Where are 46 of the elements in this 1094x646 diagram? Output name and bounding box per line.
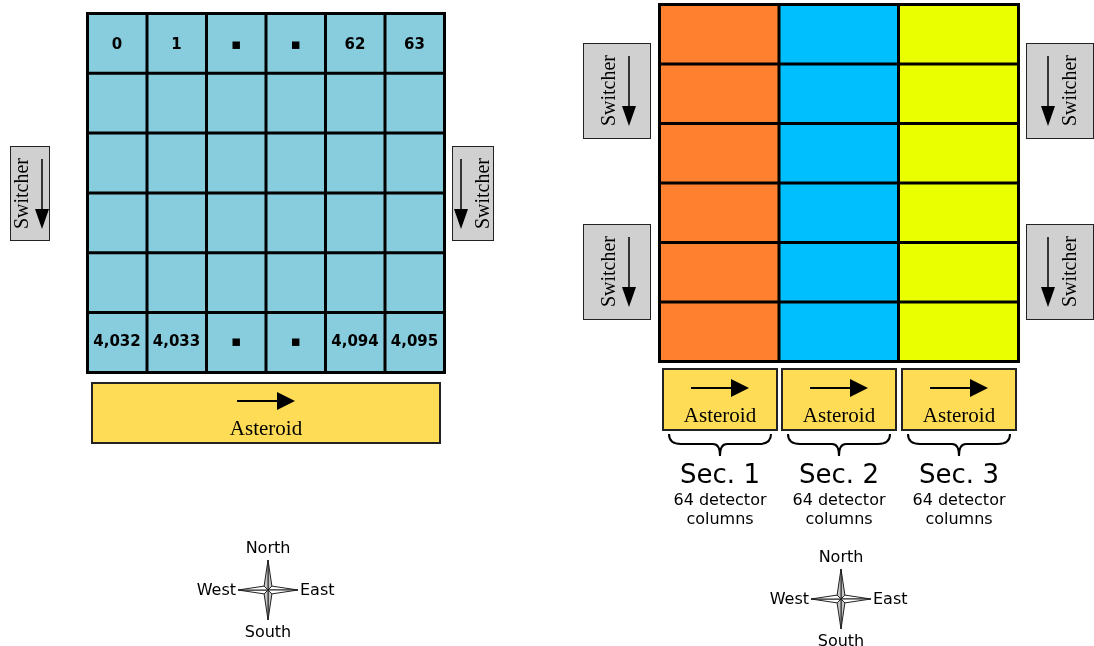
- chip-label: Switcher: [472, 157, 492, 230]
- pixel-number: 0: [111, 35, 123, 53]
- readout-chip: [91, 382, 441, 444]
- chip-label: Switcher: [1059, 55, 1079, 127]
- pixel-number: 1: [171, 35, 182, 53]
- compass-label: West: [768, 589, 809, 608]
- pixel-number: 4,094: [331, 332, 379, 350]
- chip-label: Switcher: [598, 236, 618, 308]
- compass-label: North: [244, 538, 292, 557]
- readout-chip: [662, 368, 778, 431]
- section-title: Sec. 3: [918, 460, 1000, 488]
- chip-label: Asteroid: [802, 403, 876, 427]
- section-title: Sec. 1: [679, 460, 761, 488]
- compass-label: South: [243, 622, 293, 641]
- section-note: 64 detector columns: [911, 490, 1007, 528]
- chip-label: Asteroid: [683, 403, 757, 427]
- readout-chip: [901, 368, 1017, 431]
- section-title: Sec. 2: [798, 460, 880, 488]
- ellipsis-dot: ▪: [230, 332, 242, 350]
- compass-label: North: [817, 547, 865, 566]
- switcher-chip: [1026, 43, 1094, 139]
- switcher-chip: [583, 224, 651, 320]
- ellipsis-dot: ▪: [230, 35, 242, 53]
- ellipsis-dot: ▪: [290, 332, 301, 350]
- compass-label: South: [816, 631, 866, 646]
- pixel-number: 4,095: [390, 332, 439, 350]
- readout-chip: [781, 368, 897, 431]
- ellipsis-dot: ▪: [290, 35, 301, 53]
- compass-label: East: [300, 580, 336, 599]
- chip-label: Asteroid: [922, 403, 996, 427]
- chip-label: Asteroid: [229, 416, 303, 440]
- switcher-chip: [452, 146, 494, 241]
- section-note: 64 detector columns: [672, 490, 768, 528]
- switcher-chip: [1026, 224, 1094, 320]
- switcher-chip: [583, 43, 651, 139]
- pixel-number: 62: [344, 35, 366, 53]
- switcher-chip: [10, 146, 50, 241]
- compass-label: West: [195, 580, 236, 599]
- pixel-number: 63: [404, 35, 425, 53]
- section-note: 64 detector columns: [791, 490, 887, 528]
- chip-label: Switcher: [1059, 236, 1079, 308]
- chip-label: Switcher: [598, 55, 618, 127]
- compass-label: East: [873, 589, 909, 608]
- pixel-number: 4,032: [93, 332, 141, 350]
- pixel-number: 4,033: [152, 332, 201, 350]
- chip-label: Switcher: [11, 157, 31, 230]
